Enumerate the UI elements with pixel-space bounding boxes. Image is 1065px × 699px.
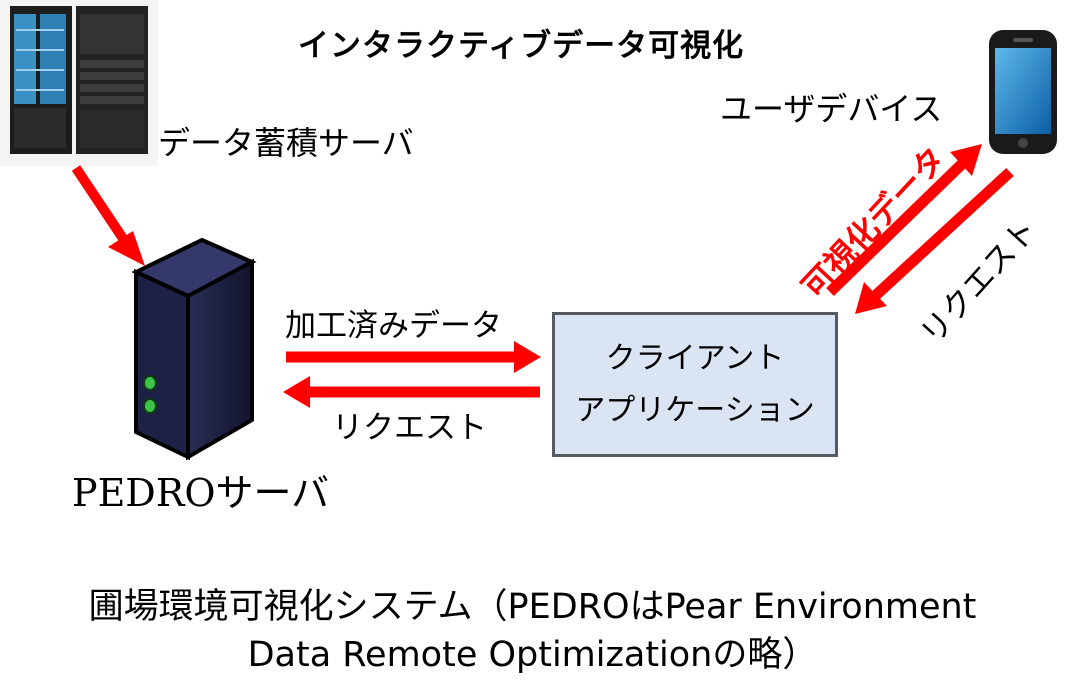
smartphone-icon <box>989 30 1057 154</box>
client-application-box: クライアント アプリケーション <box>552 312 838 457</box>
user-device-label: ユーザデバイス <box>720 90 943 128</box>
arrow-request-from-device <box>855 167 1014 314</box>
storage-server-label: データ蓄積サーバ <box>158 124 414 162</box>
arrow-request-to-pedro <box>283 376 540 408</box>
arrow-processed-data <box>286 341 541 373</box>
arrow-storage-to-pedro <box>71 165 145 266</box>
pedro-server-icon <box>131 237 257 461</box>
processed-data-label: 加工済みデータ <box>285 308 502 344</box>
request-label-server: リクエスト <box>332 410 487 446</box>
storage-server-icon <box>0 0 158 166</box>
caption-line1: 圃場環境可視化システム（PEDROはPear Environment <box>88 587 977 627</box>
pedro-server-label: PEDROサーバ <box>72 471 330 515</box>
client-app-line2: アプリケーション <box>575 392 815 428</box>
caption-line2: Data Remote Optimizationの略） <box>247 635 818 675</box>
diagram-title: インタラクティブデータ可視化 <box>298 28 745 64</box>
client-app-line1: クライアント <box>605 340 785 376</box>
arrow-visualization-data <box>826 144 982 296</box>
